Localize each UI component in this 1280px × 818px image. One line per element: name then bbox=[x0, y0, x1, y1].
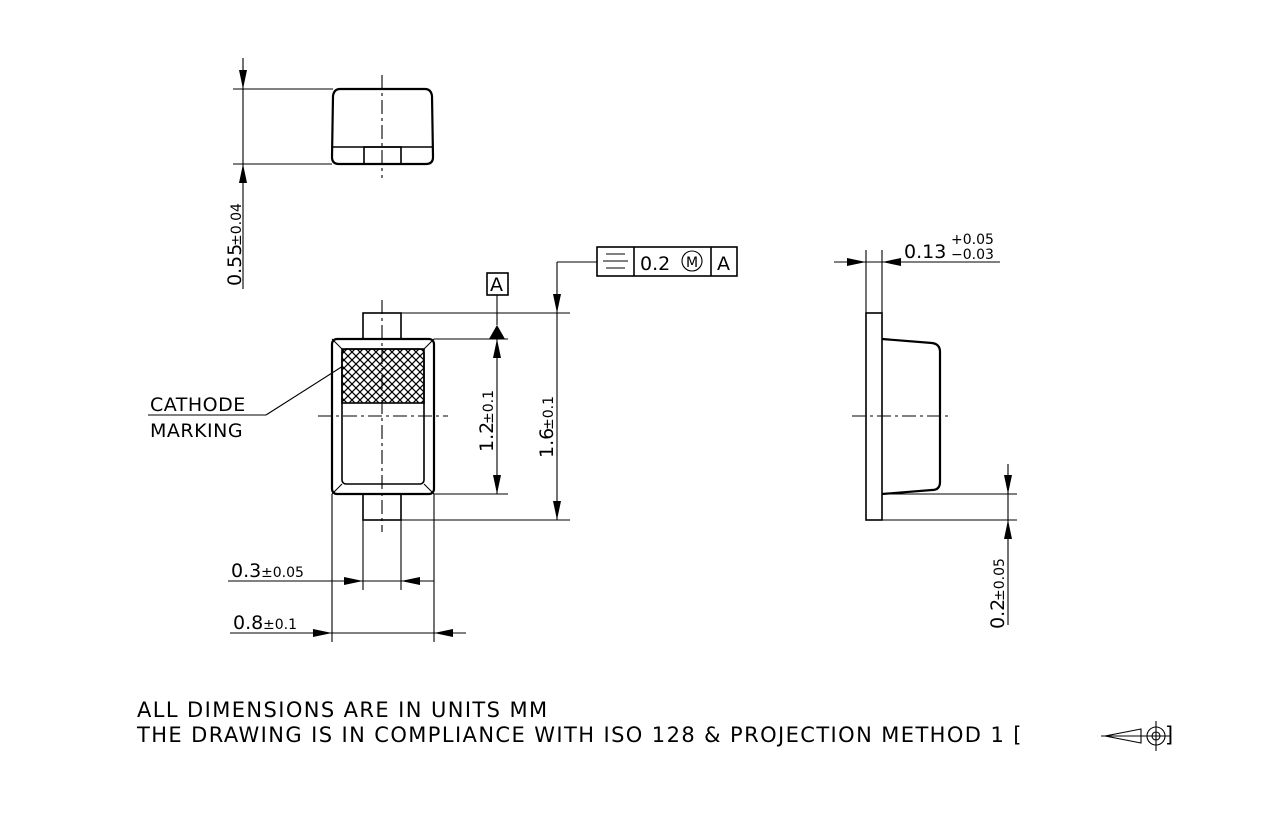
dim-terminal-thickness-tol-plus: +0.05 bbox=[951, 232, 994, 248]
dim-terminal-length-tol: ±0.05 bbox=[992, 558, 1008, 601]
dim-terminal-thickness-tol-minus: −0.03 bbox=[951, 247, 994, 263]
note-units: ALL DIMENSIONS ARE IN UNITS MM bbox=[137, 698, 549, 722]
dim-terminal-width-tol: ±0.05 bbox=[261, 565, 304, 581]
side-view: 0.13 +0.05 −0.03 0.2 ±0.05 bbox=[834, 232, 1017, 629]
note-compliance: THE DRAWING IS IN COMPLIANCE WITH ISO 12… bbox=[136, 723, 1023, 747]
dim-body-width-tol: ±0.1 bbox=[263, 617, 297, 633]
front-view: A 1.2 ±0.1 1.6 ±0.1 bbox=[148, 246, 738, 642]
tolerance-value: 0.2 bbox=[640, 253, 670, 275]
mmc-circle-icon bbox=[681, 250, 703, 272]
tolerance-datum: A bbox=[717, 253, 730, 275]
datum-label: A bbox=[490, 274, 503, 296]
tolerance-modifier: M bbox=[686, 255, 698, 271]
dim-height-tol: ±0.04 bbox=[229, 203, 245, 246]
dim-body-length-tol: ±0.1 bbox=[481, 390, 497, 424]
tolerance-frame: 0.2 M A bbox=[596, 246, 738, 277]
dim-terminal-thickness-value: 0.13 bbox=[904, 241, 946, 263]
dim-body-length-value: 1.2 bbox=[476, 422, 498, 452]
top-view: 0.55 ±0.04 bbox=[224, 58, 435, 289]
note-compliance-end: ] bbox=[1165, 723, 1175, 747]
dim-body-width-value: 0.8 bbox=[233, 612, 263, 634]
dim-overall-length-tol: ±0.1 bbox=[541, 396, 557, 430]
projection-method-icon bbox=[1101, 721, 1171, 751]
dim-terminal-length-value: 0.2 bbox=[987, 599, 1009, 629]
cathode-label-line1: CATHODE bbox=[150, 394, 246, 416]
dim-height-value: 0.55 bbox=[224, 244, 246, 286]
dim-overall-length-value: 1.6 bbox=[536, 428, 558, 458]
symmetry-icon bbox=[603, 253, 628, 269]
cathode-label-line2: MARKING bbox=[150, 420, 243, 442]
cathode-marking-hatch bbox=[341, 348, 425, 404]
dim-terminal-width-value: 0.3 bbox=[231, 560, 261, 582]
notes: ALL DIMENSIONS ARE IN UNITS MM THE DRAWI… bbox=[136, 698, 1175, 751]
